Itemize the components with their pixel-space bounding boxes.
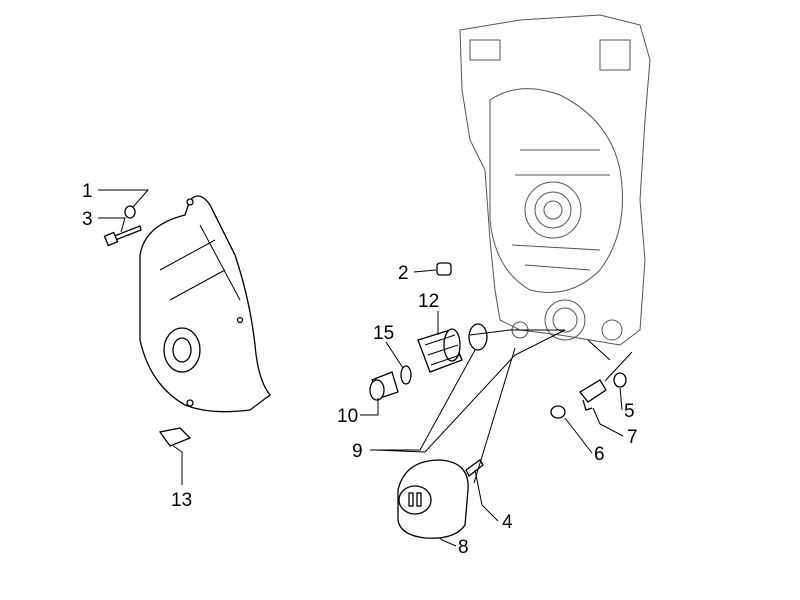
parts [103, 205, 627, 539]
callout-12: 12 [418, 291, 439, 312]
callout-9: 9 [352, 441, 363, 462]
callout-1: 1 [82, 181, 93, 202]
crankcase-drawing [459, 14, 651, 346]
callout-7: 7 [627, 427, 638, 448]
callout-15: 15 [373, 323, 394, 344]
callout-13: 13 [171, 490, 192, 511]
callout-8: 8 [458, 537, 469, 558]
callout-4: 4 [502, 512, 513, 533]
cover-drawing [139, 195, 271, 413]
callout-3: 3 [82, 209, 93, 230]
callout-labels: 1 3 2 12 15 10 9 5 7 6 13 4 8 [82, 181, 638, 558]
callout-5: 5 [624, 401, 635, 422]
leader-lines [98, 189, 633, 547]
callout-6: 6 [594, 444, 605, 465]
callout-2: 2 [398, 263, 409, 284]
callout-10: 10 [337, 406, 358, 427]
